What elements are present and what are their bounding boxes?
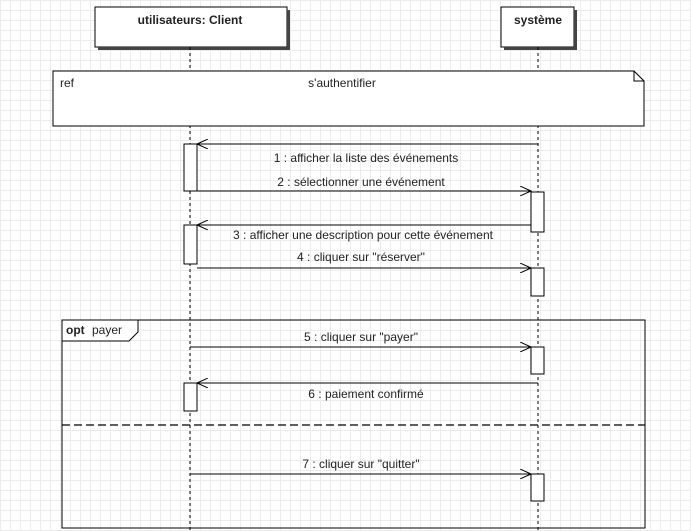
message-6-label: 6 : paiement confirmé bbox=[308, 387, 424, 401]
activation-client-3 bbox=[183, 382, 198, 412]
activation-system-3 bbox=[530, 346, 545, 375]
lifeline-client[interactable]: utilisateurs: Client bbox=[94, 6, 290, 50]
message-7-label: 7 : cliquer sur "quitter" bbox=[302, 457, 419, 471]
message-5[interactable]: 5 : cliquer sur "payer" bbox=[190, 330, 531, 347]
opt-frame-keyword: opt bbox=[66, 323, 85, 337]
message-4[interactable]: 4 : cliquer sur "réserver" bbox=[197, 250, 531, 268]
message-4-label: 4 : cliquer sur "réserver" bbox=[297, 250, 425, 264]
message-3[interactable]: 3 : afficher une description pour cette … bbox=[197, 225, 531, 242]
message-3-label: 3 : afficher une description pour cette … bbox=[233, 228, 494, 242]
activation-system-2 bbox=[530, 267, 545, 297]
activation-client-2 bbox=[183, 224, 198, 265]
opt-frame-guard: payer bbox=[92, 323, 122, 337]
message-1-label: 1 : afficher la liste des événements bbox=[274, 151, 459, 165]
svg-text:opt payer: opt payer bbox=[66, 323, 122, 337]
message-7[interactable]: 7 : cliquer sur "quitter" bbox=[190, 457, 531, 474]
lifeline-client-label: utilisateurs: Client bbox=[138, 13, 243, 27]
message-1[interactable]: 1 : afficher la liste des événements bbox=[197, 144, 538, 165]
lifeline-system[interactable]: système bbox=[500, 6, 577, 50]
lifeline-system-label: système bbox=[514, 13, 562, 27]
ref-frame-tag: ref bbox=[60, 76, 75, 90]
activation-system-1 bbox=[530, 191, 545, 233]
activation-client-1 bbox=[183, 143, 198, 192]
message-6[interactable]: 6 : paiement confirmé bbox=[197, 383, 538, 401]
activation-system-4 bbox=[530, 473, 545, 502]
message-2-label: 2 : sélectionner une événement bbox=[277, 175, 445, 189]
message-2[interactable]: 2 : sélectionner une événement bbox=[197, 175, 531, 191]
ref-frame-label: s'authentifier bbox=[308, 76, 376, 90]
ref-frame[interactable]: ref s'authentifier bbox=[52, 70, 645, 127]
opt-frame[interactable]: opt payer bbox=[61, 319, 646, 529]
message-5-label: 5 : cliquer sur "payer" bbox=[304, 330, 418, 344]
